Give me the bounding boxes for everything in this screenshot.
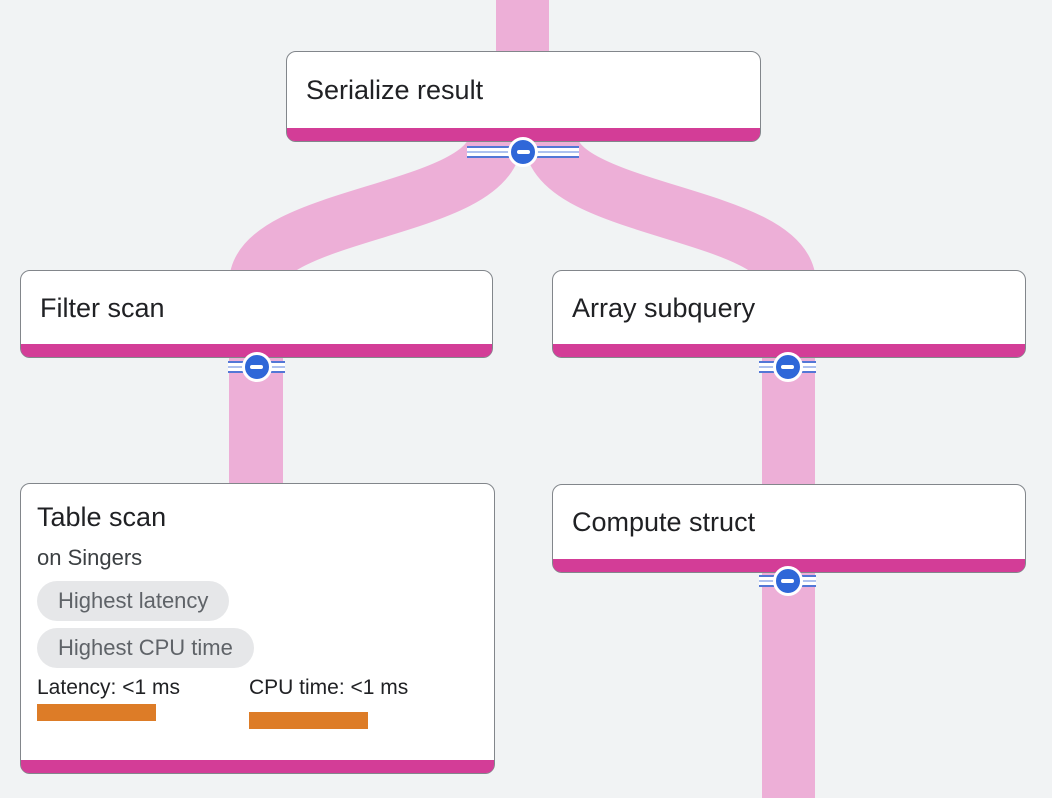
collapse-button[interactable] — [241, 352, 272, 382]
node-filter-scan[interactable]: Filter scan — [20, 270, 493, 358]
node-title: Serialize result — [306, 75, 484, 105]
minus-icon — [781, 579, 794, 583]
collapse-control-serialize — [467, 137, 579, 167]
metric-cpu-label: CPU time: <1 ms — [249, 676, 409, 699]
node-accent-bar — [21, 760, 494, 773]
cpu-time-bar — [249, 712, 368, 729]
edge-serialize-to-array — [524, 133, 816, 289]
node-title: Compute struct — [572, 507, 756, 537]
latency-bar — [37, 704, 156, 721]
edge-compute-downstream — [762, 568, 815, 798]
collapse-control-filter — [228, 352, 285, 382]
metrics-row: Latency: <1 ms CPU time: <1 ms — [37, 676, 476, 729]
node-accent-bar — [553, 344, 1025, 357]
node-accent-bar — [21, 344, 492, 357]
metric-latency-label: Latency: <1 ms — [37, 676, 180, 699]
collapse-control-array — [759, 352, 816, 382]
minus-icon — [781, 365, 794, 369]
collapse-button[interactable] — [508, 137, 538, 167]
node-accent-bar — [553, 559, 1025, 572]
node-table-scan[interactable]: Table scan on Singers Highest latency Hi… — [20, 483, 495, 774]
badge-highest-latency: Highest latency — [37, 581, 230, 621]
metric-cpu-time: CPU time: <1 ms — [249, 676, 461, 729]
node-title: Filter scan — [40, 292, 165, 323]
node-array-subquery[interactable]: Array subquery — [552, 270, 1026, 358]
node-subtitle: on Singers — [37, 545, 143, 570]
minus-icon — [516, 150, 530, 154]
collapse-control-compute — [759, 566, 816, 596]
collapse-button[interactable] — [772, 352, 803, 382]
metric-latency: Latency: <1 ms — [37, 676, 249, 729]
node-accent-bar — [287, 128, 760, 141]
node-serialize-result[interactable]: Serialize result — [286, 51, 761, 142]
edge-array-to-compute — [762, 352, 815, 489]
badge-highest-cpu-time: Highest CPU time — [37, 628, 254, 668]
edge-filter-to-table — [229, 352, 283, 488]
node-title: Array subquery — [572, 292, 756, 323]
node-title: Table scan — [37, 502, 167, 532]
minus-icon — [250, 365, 263, 369]
edge-serialize-to-filter — [229, 133, 522, 289]
edge-root-to-serialize — [496, 0, 549, 58]
node-compute-struct[interactable]: Compute struct — [552, 484, 1026, 573]
collapse-button[interactable] — [772, 566, 803, 596]
